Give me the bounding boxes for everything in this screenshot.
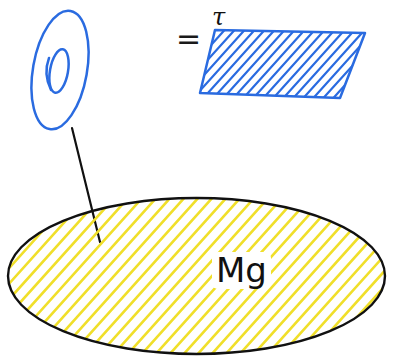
torus xyxy=(23,6,97,134)
hatch-stroke xyxy=(248,4,338,104)
modulus-parallelogram: τ xyxy=(198,4,372,104)
hatch-stroke xyxy=(350,196,387,356)
hatch-stroke xyxy=(198,4,258,104)
hatch-stroke xyxy=(358,4,372,104)
ellipse-border xyxy=(8,198,385,354)
torus-hole xyxy=(46,48,71,94)
hatch-stroke xyxy=(364,196,387,356)
torus-outer xyxy=(23,6,97,134)
hatch-stroke xyxy=(6,196,144,356)
hatch-stroke xyxy=(294,196,387,356)
ellipse-outline xyxy=(6,196,387,356)
hatch-stroke xyxy=(198,4,288,104)
hatch-stroke xyxy=(6,196,32,356)
hatch-stroke xyxy=(198,4,208,104)
hatch-stroke xyxy=(154,196,298,356)
hatch-stroke xyxy=(218,4,308,104)
hatch-stroke xyxy=(70,196,214,356)
hatch-stroke xyxy=(210,196,354,356)
hatch-stroke xyxy=(238,4,328,104)
hatch-stroke xyxy=(56,196,200,356)
hatch-stroke xyxy=(258,4,348,104)
hatch-stroke xyxy=(280,196,387,356)
moduli-space-ellipse: Mg xyxy=(6,196,387,356)
hatch-stroke xyxy=(322,196,387,356)
hatch-stroke xyxy=(6,196,88,356)
torus-inner-curve xyxy=(46,58,51,90)
hatch-stroke xyxy=(336,196,387,356)
hatch-stroke xyxy=(140,196,284,356)
hatch-stroke xyxy=(168,196,312,356)
hatch-stroke xyxy=(28,196,172,356)
hatch-stroke xyxy=(84,196,228,356)
hatch-stroke xyxy=(288,4,372,104)
hatch-stroke xyxy=(318,4,372,104)
hatch-stroke xyxy=(6,196,46,356)
hatch-stroke xyxy=(308,4,372,104)
hatch-stroke xyxy=(328,4,372,104)
ellipse-hatching xyxy=(6,196,387,356)
hatch-stroke xyxy=(126,196,270,356)
surface-label: Mg xyxy=(212,252,271,289)
hatch-stroke xyxy=(308,196,387,356)
hatch-stroke xyxy=(196,196,340,356)
hatch-stroke xyxy=(228,4,318,104)
hatch-stroke xyxy=(182,196,326,356)
hatch-stroke xyxy=(278,4,368,104)
hatch-stroke xyxy=(208,4,298,104)
hatch-stroke xyxy=(348,4,372,104)
parallelogram-border xyxy=(200,30,365,98)
hatch-stroke xyxy=(6,196,60,356)
hatch-stroke xyxy=(14,196,158,356)
hatch-stroke xyxy=(298,4,372,104)
parallelogram-hatching xyxy=(198,4,372,104)
tau-label: τ xyxy=(212,4,225,30)
equals-sign: = xyxy=(176,24,201,54)
hatch-stroke xyxy=(368,4,372,104)
